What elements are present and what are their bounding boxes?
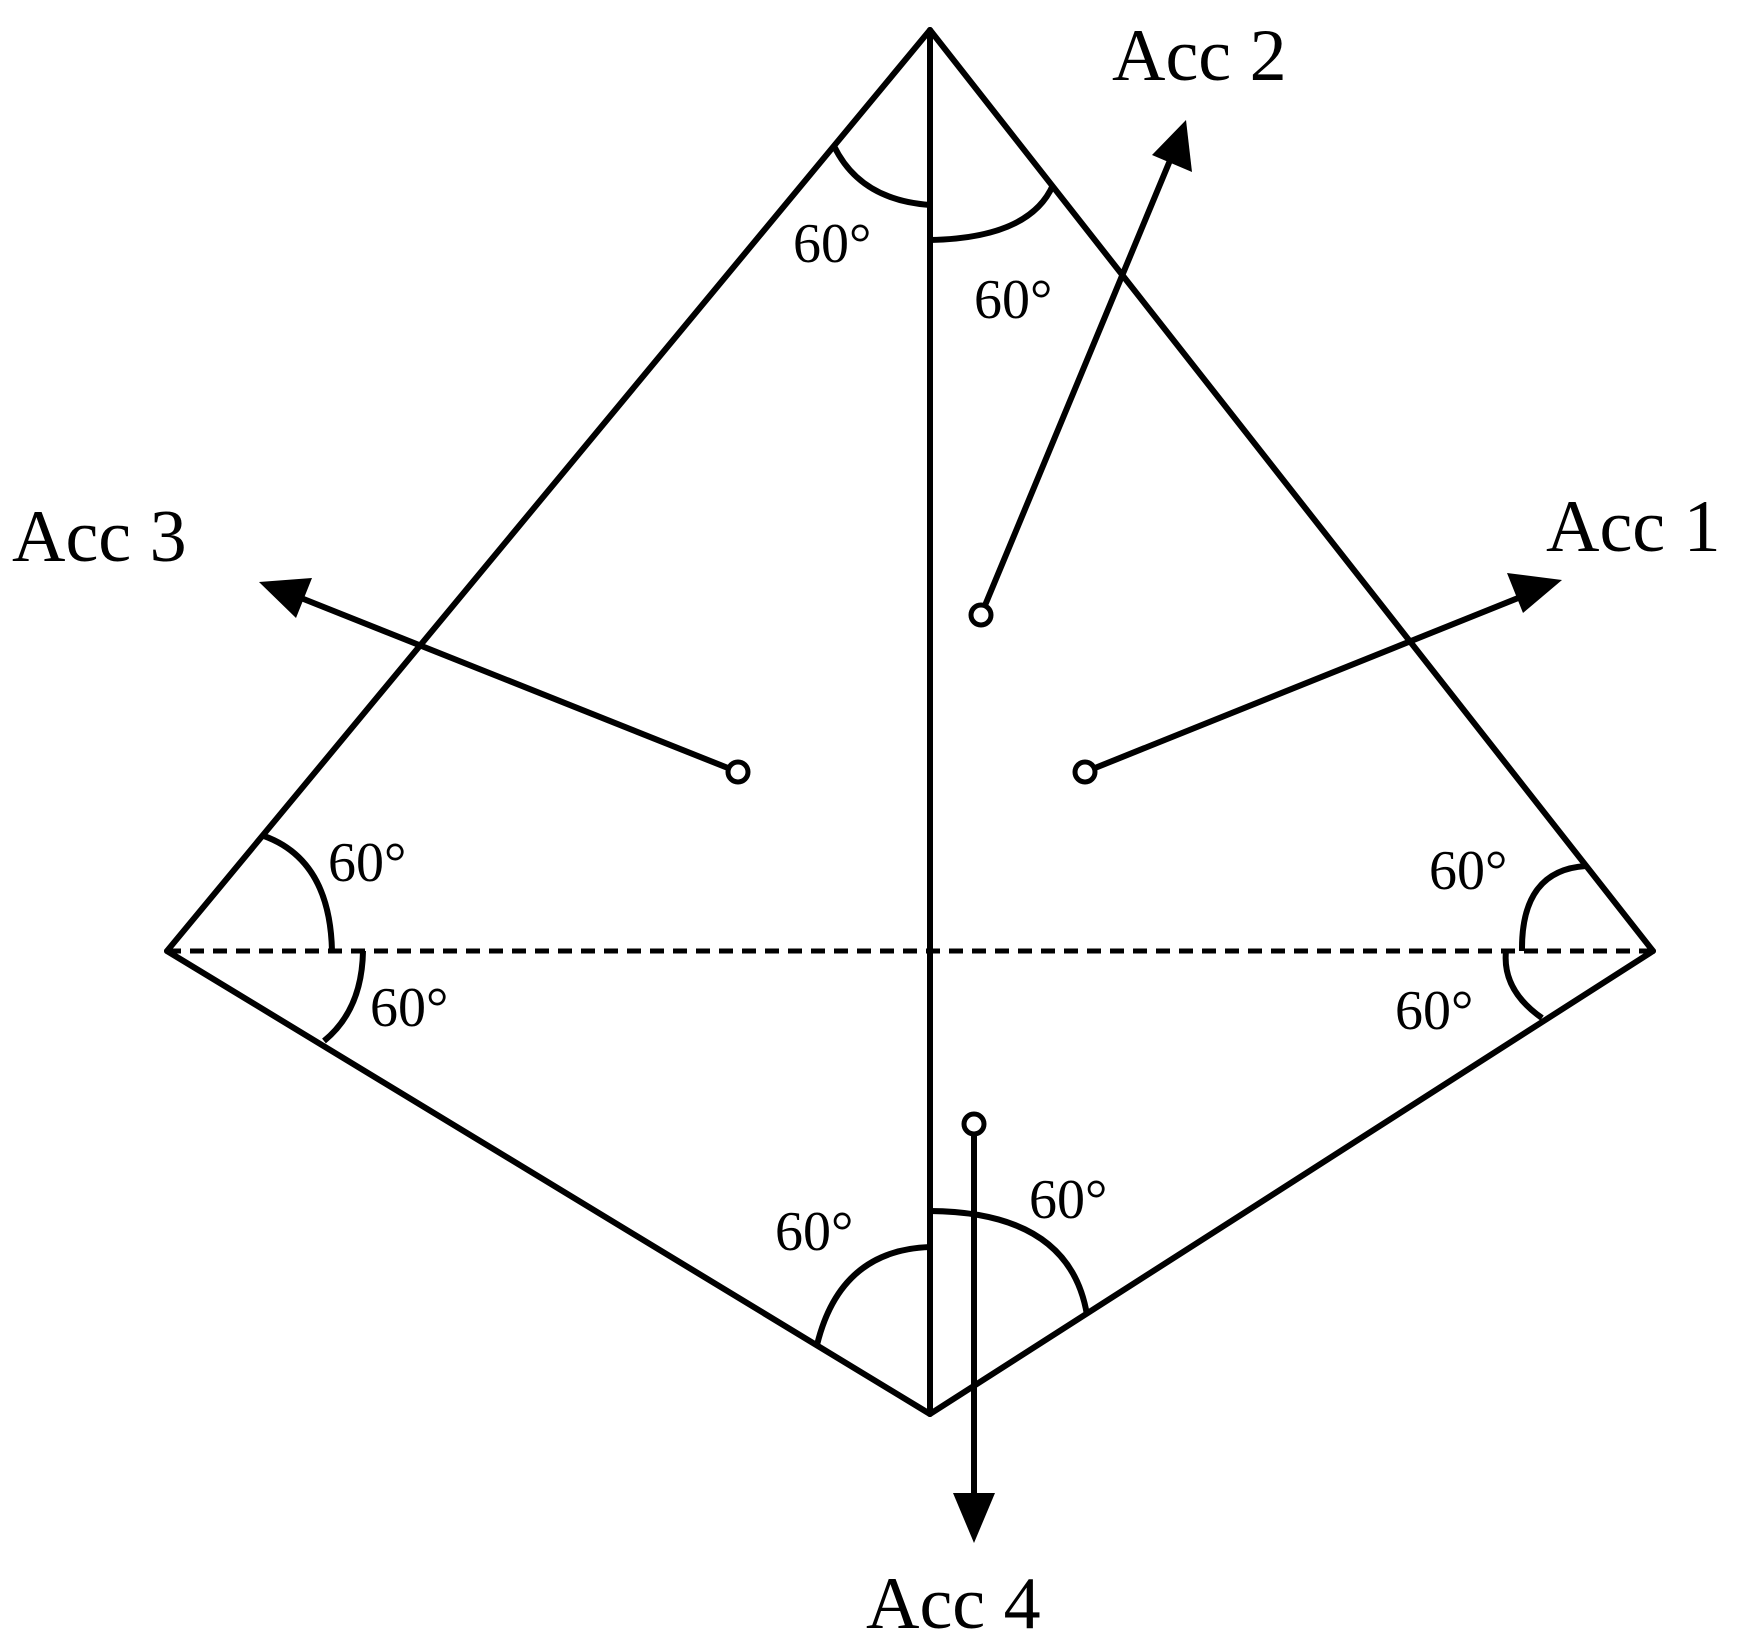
edge-right-bottom [927,948,1656,1417]
acc2-origin [968,602,994,628]
acc4-origin [961,1111,987,1137]
edge-apex-left [164,27,933,954]
angle-label-bottom-left: 60° [775,1201,853,1263]
angle-label-apex-left: 60° [793,213,871,275]
acc1-origin [1072,759,1098,785]
acc2-arrowhead [1152,120,1192,172]
arc-right-lower [1502,950,1544,1021]
acc3-vector [259,578,751,785]
arc-bottom-right [929,1208,1090,1316]
acc3-origin [725,759,751,785]
accelerometer-labels: Acc 1 Acc 2 Acc 3 Acc 4 [12,15,1721,1645]
arc-left-upper [262,833,335,952]
edge-apex-right [927,27,1656,954]
angle-arcs [262,144,1587,1346]
angle-labels: 60° 60° 60° 60° 60° 60° 60° 60° [328,213,1507,1263]
acc1-vector [1072,573,1562,785]
angle-label-right-upper: 60° [1429,840,1507,902]
acc3-label: Acc 3 [12,496,187,578]
acc4-arrowhead [953,1493,995,1543]
acc2-vector [968,120,1192,628]
acc4-vector [953,1111,995,1543]
angle-label-right-lower: 60° [1395,980,1473,1042]
arc-bottom-left [814,1244,931,1346]
angle-label-left-upper: 60° [328,832,406,894]
acc3-arrowhead [259,578,312,618]
acc3-arrow-shaft [294,593,740,775]
angle-label-left-lower: 60° [370,977,448,1039]
arc-apex-right [929,183,1056,243]
arc-left-lower [322,950,366,1044]
arc-right-upper [1518,863,1587,952]
acc4-label: Acc 4 [866,1563,1041,1645]
arc-apex-left [831,144,931,208]
angle-label-apex-right: 60° [974,269,1052,331]
acc2-label: Acc 2 [1112,15,1287,97]
edge-left-bottom [164,948,933,1417]
acc1-label: Acc 1 [1546,486,1721,568]
acc1-arrowhead [1507,573,1562,613]
tetrahedron-edges [164,27,1656,1417]
accelerometer-vectors [259,120,1562,1543]
acc1-arrow-shaft [1083,591,1530,775]
angle-label-bottom-right: 60° [1029,1169,1107,1231]
acc2-arrow-shaft [978,156,1174,617]
